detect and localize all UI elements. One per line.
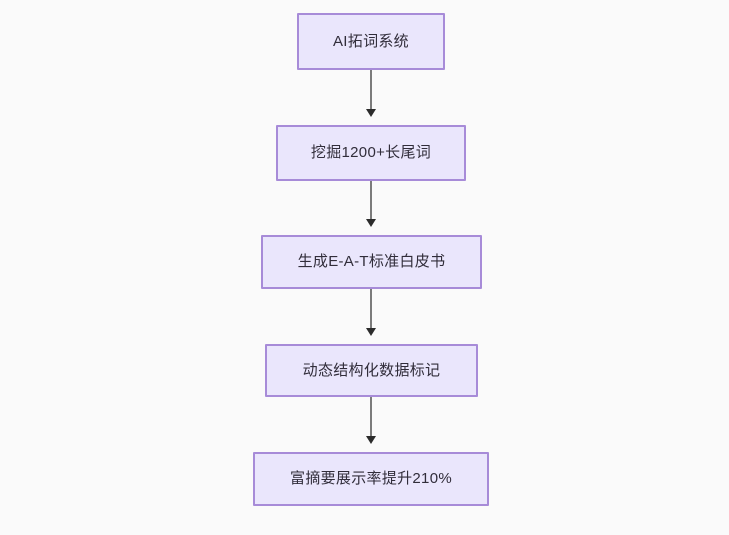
- arrow-line: [370, 289, 372, 329]
- arrowhead-icon: [366, 328, 376, 336]
- flow-node-n4[interactable]: 动态结构化数据标记: [265, 344, 478, 397]
- arrowhead-icon: [366, 219, 376, 227]
- arrowhead-icon: [366, 109, 376, 117]
- flow-node-n1[interactable]: AI拓词系统: [297, 13, 445, 70]
- flow-node-label: 生成E-A-T标准白皮书: [297, 253, 446, 270]
- flow-node-label: AI拓词系统: [333, 32, 409, 50]
- flow-node-label: 动态结构化数据标记: [302, 361, 441, 379]
- flow-node-label: 富摘要展示率提升210%: [290, 470, 452, 487]
- arrow-line: [370, 397, 372, 437]
- flow-node-label: 挖掘1200+长尾词: [310, 144, 432, 161]
- flow-node-n2[interactable]: 挖掘1200+长尾词: [276, 125, 466, 181]
- arrow-line: [370, 181, 372, 220]
- arrowhead-icon: [366, 436, 376, 444]
- flow-node-n5[interactable]: 富摘要展示率提升210%: [253, 452, 489, 506]
- flow-node-n3[interactable]: 生成E-A-T标准白皮书: [261, 235, 482, 289]
- arrow-line: [370, 70, 372, 110]
